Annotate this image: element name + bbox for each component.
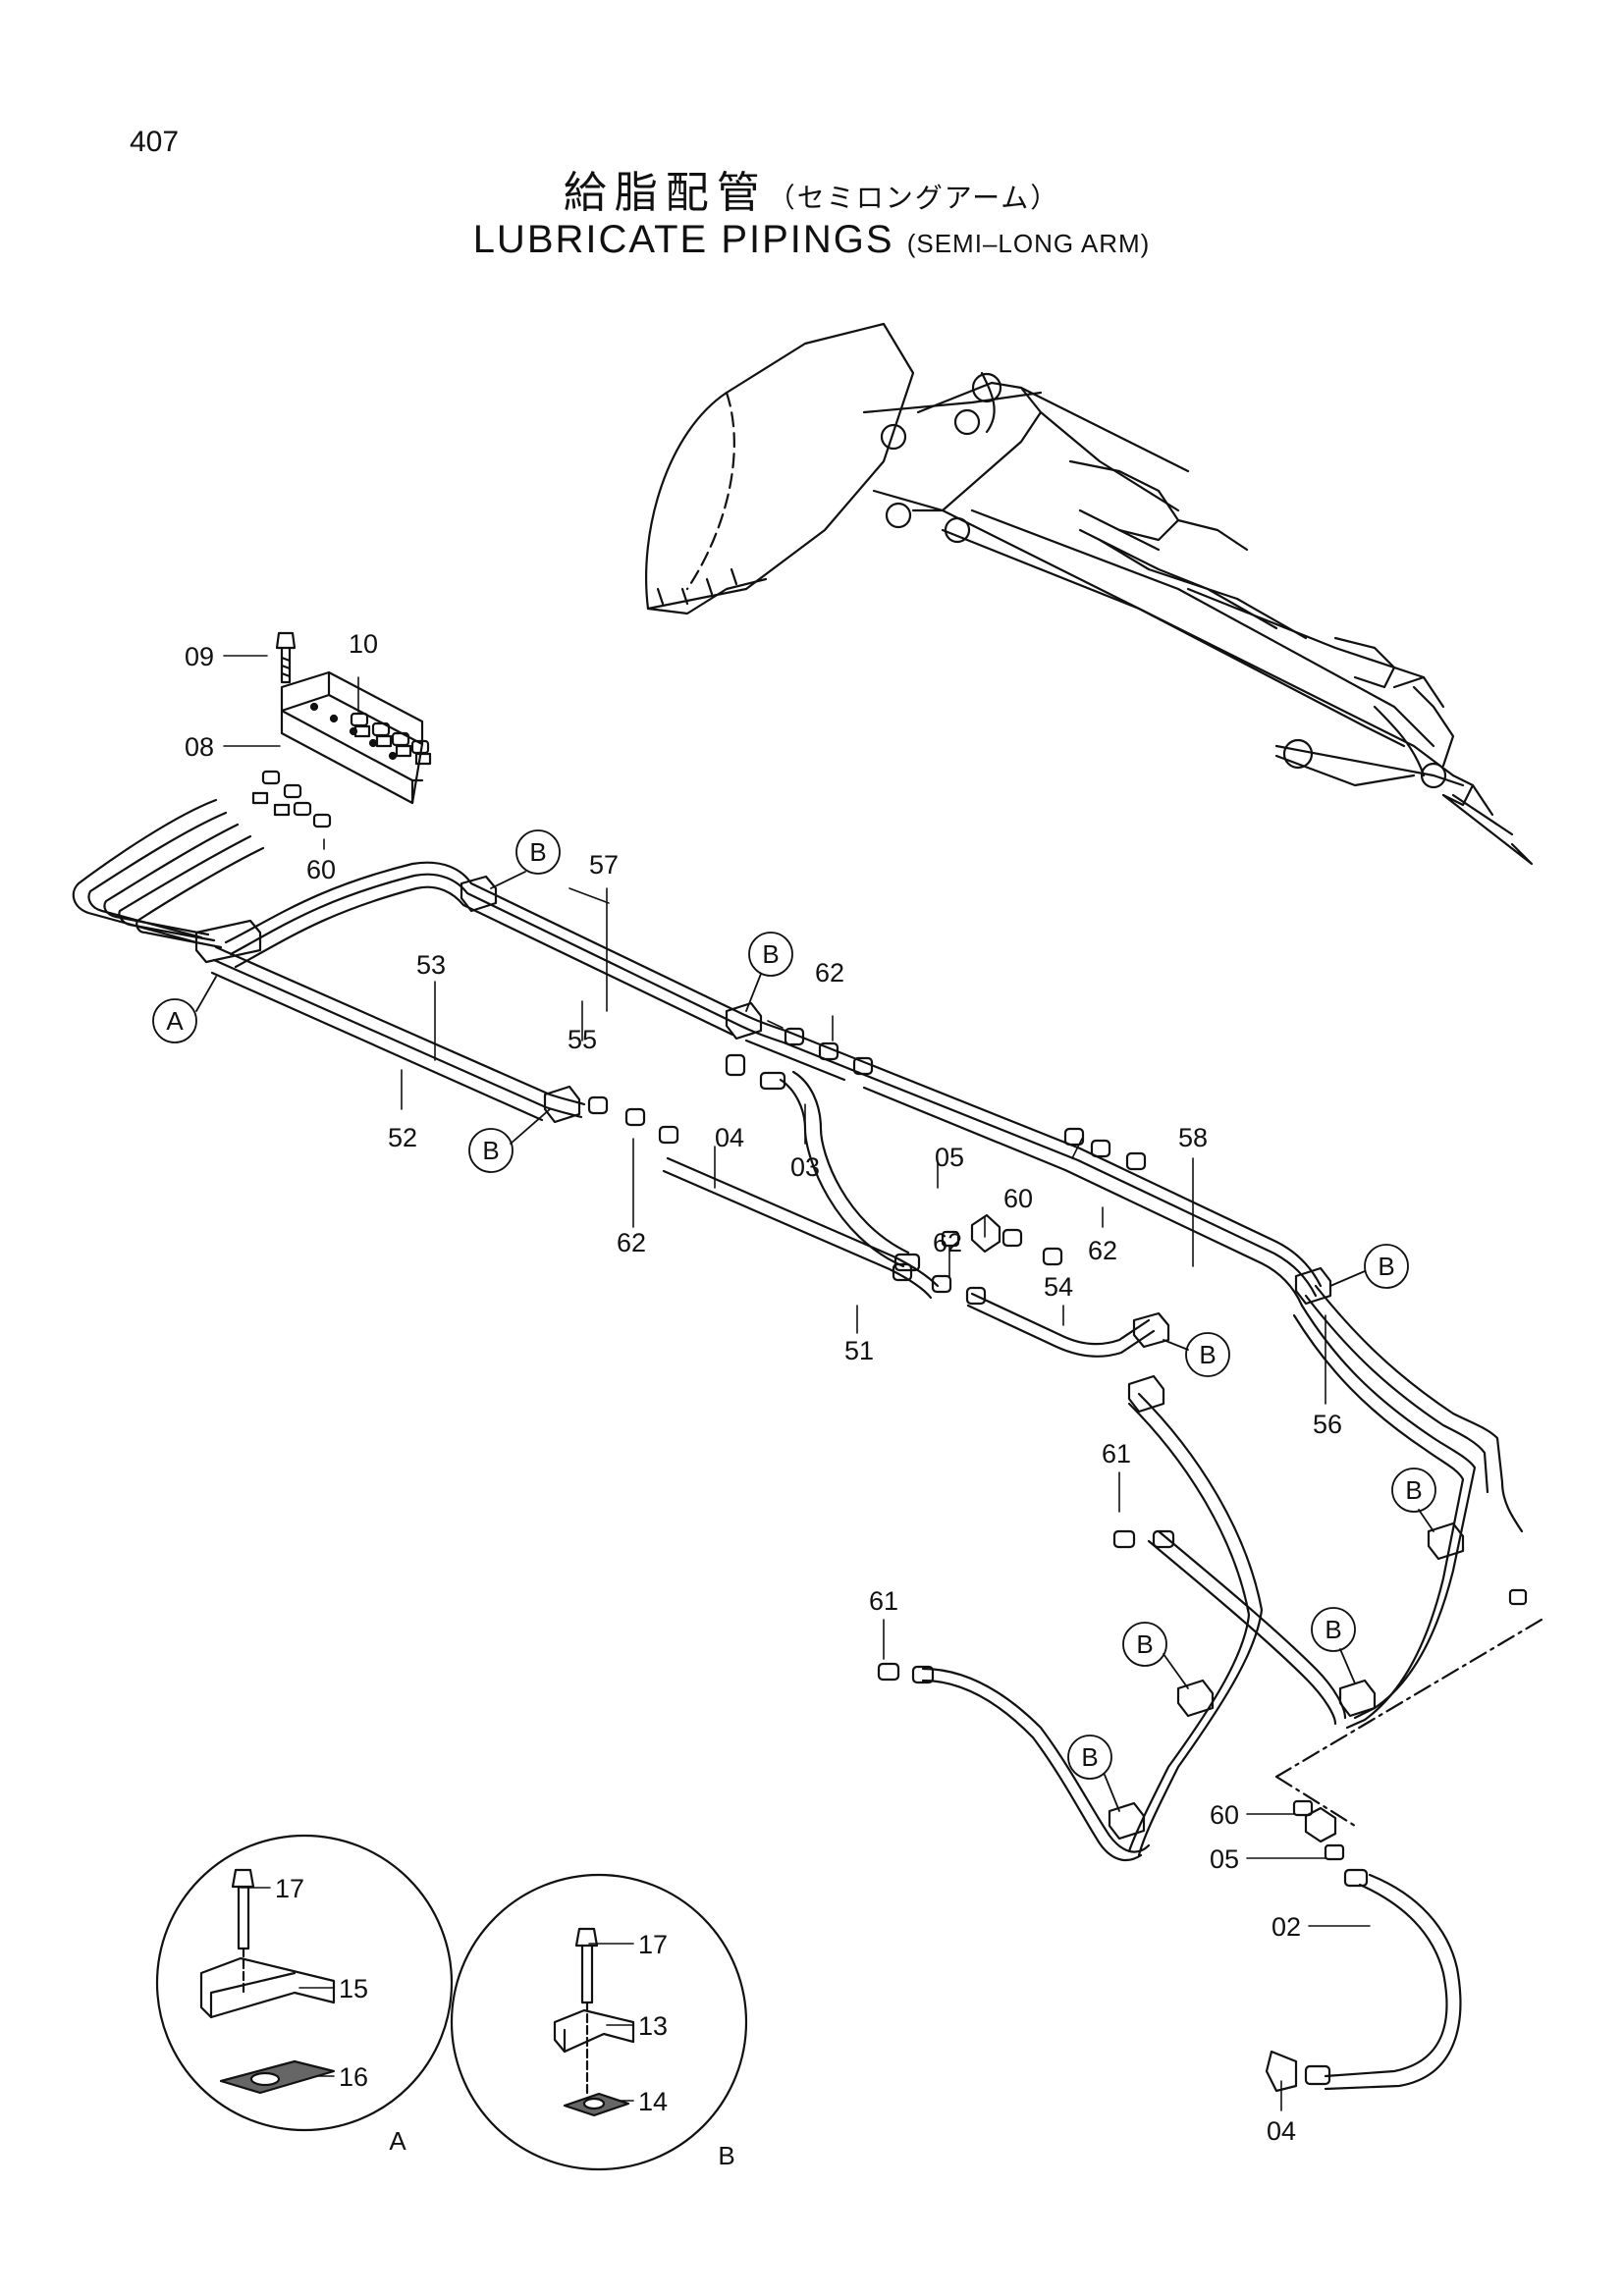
callout-53: 53 xyxy=(416,950,446,980)
manifold-assembly xyxy=(251,631,432,828)
callout-58: 58 xyxy=(1178,1123,1208,1152)
ref-b-2: B xyxy=(762,939,779,969)
callout-labels: 09 10 08 60 57 55 53 52 62 04 03 05 60 6… xyxy=(185,629,1342,2146)
title-jp-sub: （セミロングアーム） xyxy=(767,183,1060,213)
ref-a-main: A xyxy=(166,1006,184,1036)
detail-a-label: A xyxy=(389,2126,406,2156)
callout-04-a: 04 xyxy=(715,1123,744,1152)
callout-56: 56 xyxy=(1313,1410,1342,1439)
callout-61-b: 61 xyxy=(869,1586,898,1616)
fittings xyxy=(587,1027,1528,2093)
clamp-ref-labels: A B B B B B B B B B A B xyxy=(166,837,1422,2170)
callout-16: 16 xyxy=(339,2062,368,2092)
callout-60-b: 60 xyxy=(1003,1184,1033,1213)
title-jp-main: 給脂配管 xyxy=(563,169,768,217)
callout-15: 15 xyxy=(339,1974,368,2003)
ref-b-3: B xyxy=(482,1136,499,1165)
title-en-main: LUBRICATE PIPINGS xyxy=(472,218,894,261)
callout-61-a: 61 xyxy=(1102,1439,1131,1468)
title-english: LUBRICATE PIPINGS (SEMI–LONG ARM) xyxy=(0,218,1623,262)
callout-62-a: 62 xyxy=(815,958,844,988)
ref-b-7: B xyxy=(1325,1615,1341,1644)
callout-05-b: 05 xyxy=(1210,1844,1239,1874)
ref-b-4: B xyxy=(1378,1252,1394,1281)
title-japanese: 給脂配管（セミロングアーム） xyxy=(0,157,1623,220)
callout-02: 02 xyxy=(1271,1912,1301,1942)
clamps xyxy=(194,875,1465,1841)
callout-17-a: 17 xyxy=(275,1874,304,1903)
callout-08: 08 xyxy=(185,732,214,762)
leader-lines xyxy=(223,655,1371,2111)
callout-62-d: 62 xyxy=(933,1228,962,1257)
callout-52: 52 xyxy=(388,1123,417,1152)
callout-60-c: 60 xyxy=(1210,1800,1239,1830)
callout-55: 55 xyxy=(568,1025,597,1054)
callout-60-a: 60 xyxy=(306,855,336,884)
callout-14: 14 xyxy=(638,2087,668,2116)
callout-09: 09 xyxy=(185,642,214,671)
arm-bucket-illustration xyxy=(645,322,1534,866)
title-en-sub: (SEMI–LONG ARM) xyxy=(906,229,1151,258)
ref-b-8: B xyxy=(1136,1629,1153,1659)
callout-62-c: 62 xyxy=(617,1228,646,1257)
callout-51: 51 xyxy=(844,1336,874,1365)
callout-17-b: 17 xyxy=(638,1930,668,1959)
page-number: 407 xyxy=(130,126,180,158)
callout-10: 10 xyxy=(349,629,378,659)
callout-62-b: 62 xyxy=(1088,1236,1117,1265)
callout-04-b: 04 xyxy=(1267,2116,1296,2146)
detail-b-label: B xyxy=(718,2141,734,2170)
callout-57: 57 xyxy=(589,850,619,880)
callout-13: 13 xyxy=(638,2011,668,2041)
callout-03: 03 xyxy=(790,1152,820,1182)
pipe-bundle xyxy=(72,798,1524,1862)
callout-54: 54 xyxy=(1044,1272,1073,1302)
callout-05-a: 05 xyxy=(935,1143,964,1172)
clamp-ref-circles xyxy=(152,829,1436,1812)
ref-b-1: B xyxy=(529,837,546,867)
ref-b-6: B xyxy=(1405,1475,1422,1505)
detail-view-a xyxy=(155,1834,454,2132)
ref-b-9: B xyxy=(1081,1742,1098,1772)
ref-b-5: B xyxy=(1199,1340,1216,1369)
detail-view-b xyxy=(450,1873,748,2171)
reference-lines xyxy=(1274,1618,1543,1828)
